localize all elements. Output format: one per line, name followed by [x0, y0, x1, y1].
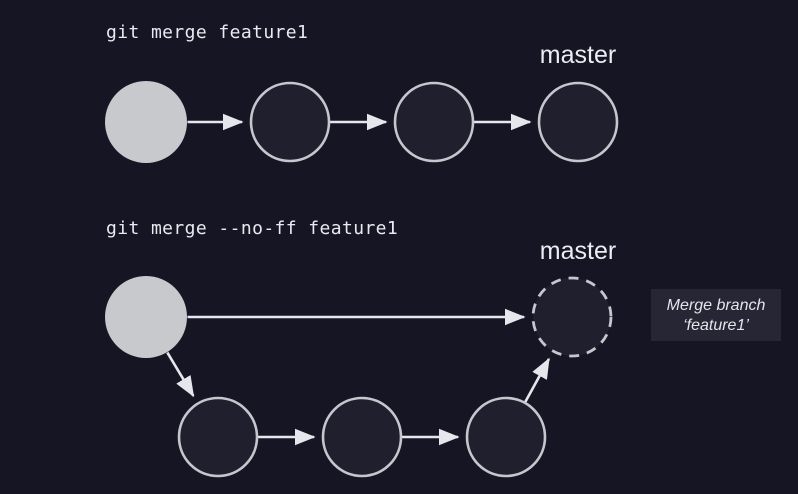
- merge-note-box: [651, 289, 781, 341]
- merge-note: Merge branch ‘feature1’: [651, 289, 781, 341]
- commit-node-ff-c1: [249, 81, 331, 163]
- command-label-fast-forward: git merge feature1: [106, 22, 308, 43]
- commit-node-nf-f2: [321, 396, 403, 478]
- edge-layer: [166, 113, 551, 446]
- commit-node-nf-merge: [531, 276, 613, 358]
- commit-node-ff-c0: [105, 81, 187, 163]
- branch-label-master-top: master: [540, 41, 616, 69]
- commit-node-nf-f3: [465, 396, 547, 478]
- commit-edge-nf-f3-to-nf-merge: [523, 357, 551, 404]
- commit-edge-nf-c0-to-nf-f1: [166, 351, 195, 398]
- commit-node-nf-c0: [105, 276, 187, 358]
- commit-node-ff-c2: [393, 81, 475, 163]
- node-layer: [105, 81, 619, 478]
- merge-note-line-2: ‘feature1’: [683, 317, 749, 334]
- commit-node-ff-c3: [537, 81, 619, 163]
- merge-note-line-1: Merge branch: [667, 297, 766, 314]
- commit-node-nf-f1: [177, 396, 259, 478]
- command-label-no-fast-forward: git merge --no-ff feature1: [106, 218, 398, 239]
- branch-label-master-bottom: master: [540, 237, 616, 265]
